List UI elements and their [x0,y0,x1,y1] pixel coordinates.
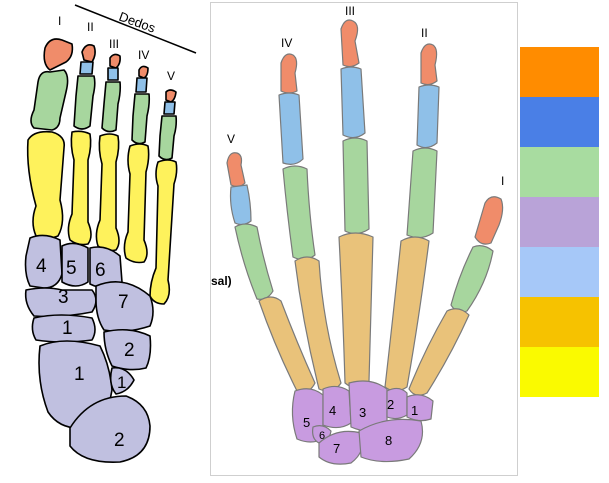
foot-tarsal-navicular-3 [24,287,97,318]
foot-distal-phalanx-2 [81,44,96,63]
toe-numeral-1: I [58,14,61,28]
tarsal-number-1-talus: 1 [62,318,73,339]
hand-intermediate-phalanx-2 [416,84,440,149]
hand-diagram: V IV III II I sal) [210,2,518,476]
foot-proximal-phalanx-5 [158,115,178,161]
foot-tarsal-1-small [109,366,135,395]
legend-swatch-light-blue [520,247,599,297]
carpal-number-5: 5 [303,415,310,430]
hand-proximal-phalanx-3 [342,137,370,235]
finger-numeral-5: V [227,132,235,146]
toe-numeral-2: II [87,20,94,34]
cut-label-text: sal) [211,274,232,288]
tarsal-number-7: 7 [118,292,129,313]
tarsal-number-5: 5 [66,258,77,279]
carpal-number-2: 2 [387,397,394,412]
foot-tarsal-cuneiform-5 [61,242,89,287]
carpal-number-1: 1 [411,403,418,418]
finger-numeral-4: IV [281,36,292,50]
foot-intermediate-phalanx-3 [107,67,119,81]
foot-distal-phalanx-3 [109,53,121,69]
finger-numeral-3: III [345,4,355,18]
hand-metacarpal-2 [384,236,430,392]
foot-intermediate-phalanx-5 [163,101,176,115]
foot-proximal-phalanx-2 [73,75,96,130]
foot-intermediate-phalanx-2 [79,61,94,75]
foot-diagram: Dedos I II III IV V [0,0,208,478]
legend-swatch-gold [520,297,599,347]
carpal-number-6: 6 [319,430,325,442]
hand-skeleton-svg: V IV III II I sal) [211,4,504,465]
foot-proximal-phalanx-3 [101,81,122,133]
finger-numeral-2: II [421,26,428,40]
tarsal-number-2-upper: 2 [124,340,135,361]
hand-proximal-phalanx-4 [282,165,316,261]
dedos-bracket-line [74,4,197,54]
hand-intermediate-phalanx-4 [278,92,304,165]
hand-intermediate-phalanx-3 [340,66,366,139]
carpal-number-4: 4 [329,403,336,418]
hand-proximal-phalanx-2 [406,147,438,239]
legend-swatch-green [520,147,599,197]
foot-metatarsal-3 [95,133,120,252]
toe-numeral-4: IV [138,48,149,62]
foot-metatarsal-5 [149,159,178,305]
carpal-number-7: 7 [333,441,340,456]
foot-proximal-phalanx-1 [30,69,69,131]
tarsal-number-6: 6 [95,260,106,281]
carpal-number-8: 8 [385,433,392,448]
foot-header-text: Dedos [117,9,158,36]
carpal-number-3: 3 [359,405,366,420]
legend-swatch-yellow [520,347,599,397]
hand-metacarpal-4 [294,256,342,392]
hand-metacarpal-1 [408,308,470,396]
foot-tarsal-cuneiform-4 [24,234,63,289]
foot-metatarsal-1 [26,130,66,239]
foot-intermediate-phalanx-4 [135,77,148,93]
tarsal-number-1-small: 1 [117,373,126,392]
foot-tarsal-cuboid-7 [95,280,154,333]
foot-skeleton-svg: Dedos I II III IV V [24,4,197,463]
foot-metatarsal-2 [67,130,92,246]
tarsal-number-3: 3 [58,287,69,308]
toe-numeral-5: V [167,69,175,83]
legend-swatch-lavender [520,197,599,247]
legend-swatch-blue [520,97,599,147]
tarsal-number-1-large: 1 [74,364,85,385]
finger-numeral-1: I [501,174,504,188]
toe-numeral-3: III [109,37,119,51]
hand-proximal-phalanx-1 [450,245,494,313]
hand-distal-phalanx-1 [474,196,504,245]
hand-distal-phalanx-5 [226,152,246,188]
foot-distal-phalanx-4 [138,65,149,79]
legend-swatch-orange [520,47,599,97]
hand-carpal-1 [406,394,434,422]
hand-metacarpal-3 [338,232,374,389]
tarsal-number-4: 4 [36,256,47,277]
hand-proximal-phalanx-5 [234,223,274,300]
foot-distal-phalanx-1 [43,38,74,71]
foot-proximal-phalanx-4 [131,93,151,145]
foot-metatarsal-4 [123,143,150,264]
hand-distal-phalanx-2 [420,43,438,86]
hand-distal-phalanx-4 [280,53,298,94]
color-legend [520,47,599,397]
foot-distal-phalanx-5 [165,89,177,103]
hand-carpal-4 [322,385,352,429]
tarsal-number-2-lower: 2 [114,430,125,451]
foot-tarsal-talus-1 [31,314,96,343]
hand-metacarpal-5 [258,296,316,393]
foot-tarsal-calcaneus-2 [69,395,151,463]
hand-distal-phalanx-3 [340,19,360,68]
hand-carpal-8 [358,418,424,463]
hand-intermediate-phalanx-5 [229,184,252,226]
foot-tarsal-2-upper [103,328,152,371]
